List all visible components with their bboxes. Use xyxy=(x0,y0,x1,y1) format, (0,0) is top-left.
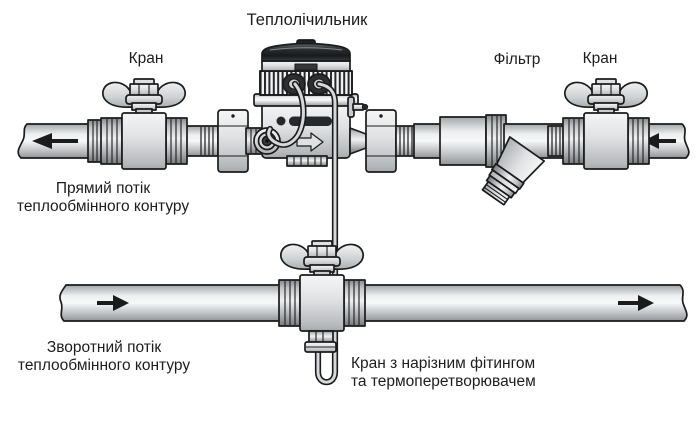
meter-foot xyxy=(286,155,328,167)
thermal-sensor-cable xyxy=(314,80,339,386)
label-heat-meter: Теплолічильник xyxy=(240,11,374,29)
label-filter: Фільтр xyxy=(477,51,557,69)
sensor-valve-line2: та термоперетворювачем xyxy=(351,373,536,390)
meter-seal-screw xyxy=(347,96,369,118)
return-flow-line2: теплообмінного контуру xyxy=(17,357,191,374)
label-valve-right: Кран xyxy=(560,50,640,68)
supply-flow-line2: теплообмінного контуру xyxy=(16,198,190,215)
label-supply-flow: Прямий потік теплообмінного контуру xyxy=(10,180,196,216)
flow-arrow-supply-out-icon xyxy=(32,133,78,149)
meter-top-cap xyxy=(261,39,351,62)
meter-outlet-cone xyxy=(349,127,367,155)
thermal-sensor-fitting xyxy=(304,330,337,353)
flow-arrow-supply-in-icon xyxy=(643,133,676,149)
meter-port-cable xyxy=(265,80,307,148)
valve-right-label-text: Кран xyxy=(582,50,618,67)
meter-register-fins xyxy=(259,70,353,96)
flow-arrow-return-out-icon xyxy=(618,295,654,311)
ball-valve-supply-right xyxy=(562,78,650,170)
meter-band xyxy=(261,60,351,72)
meter-flow-direction-mark xyxy=(296,132,324,152)
ball-valve-return-sensor xyxy=(278,240,366,332)
label-sensor-valve: Кран з нарізним фітингом та термоперетво… xyxy=(351,355,581,391)
flow-arrow-return-in-icon xyxy=(97,295,129,311)
filter-strainer-branch xyxy=(481,136,546,206)
return-pipe xyxy=(59,284,688,322)
label-valve-left: Кран xyxy=(106,50,186,68)
union-nut-meter-outlet xyxy=(365,109,397,173)
filter-body xyxy=(439,116,487,166)
pipe-fitting-left xyxy=(87,119,103,163)
supply-flow-line1: Прямий потік xyxy=(55,180,151,197)
filter-label-text: Фільтр xyxy=(493,51,541,68)
label-return-flow: Зворотний потік теплообмінного контуру xyxy=(8,339,200,375)
threaded-joint-before-filter xyxy=(395,123,443,159)
return-flow-line1: Зворотний потік xyxy=(46,339,162,356)
union-nut-meter-inlet xyxy=(217,109,249,173)
ball-valve-supply-left xyxy=(100,78,188,170)
heat-meter-label-text: Теплолічильник xyxy=(246,11,368,29)
y-strainer-filter xyxy=(439,114,567,206)
threaded-joint-after-left-valve xyxy=(184,125,219,157)
sensor-valve-line1: Кран з нарізним фітингом xyxy=(351,355,536,372)
valve-left-label-text: Кран xyxy=(128,50,164,67)
